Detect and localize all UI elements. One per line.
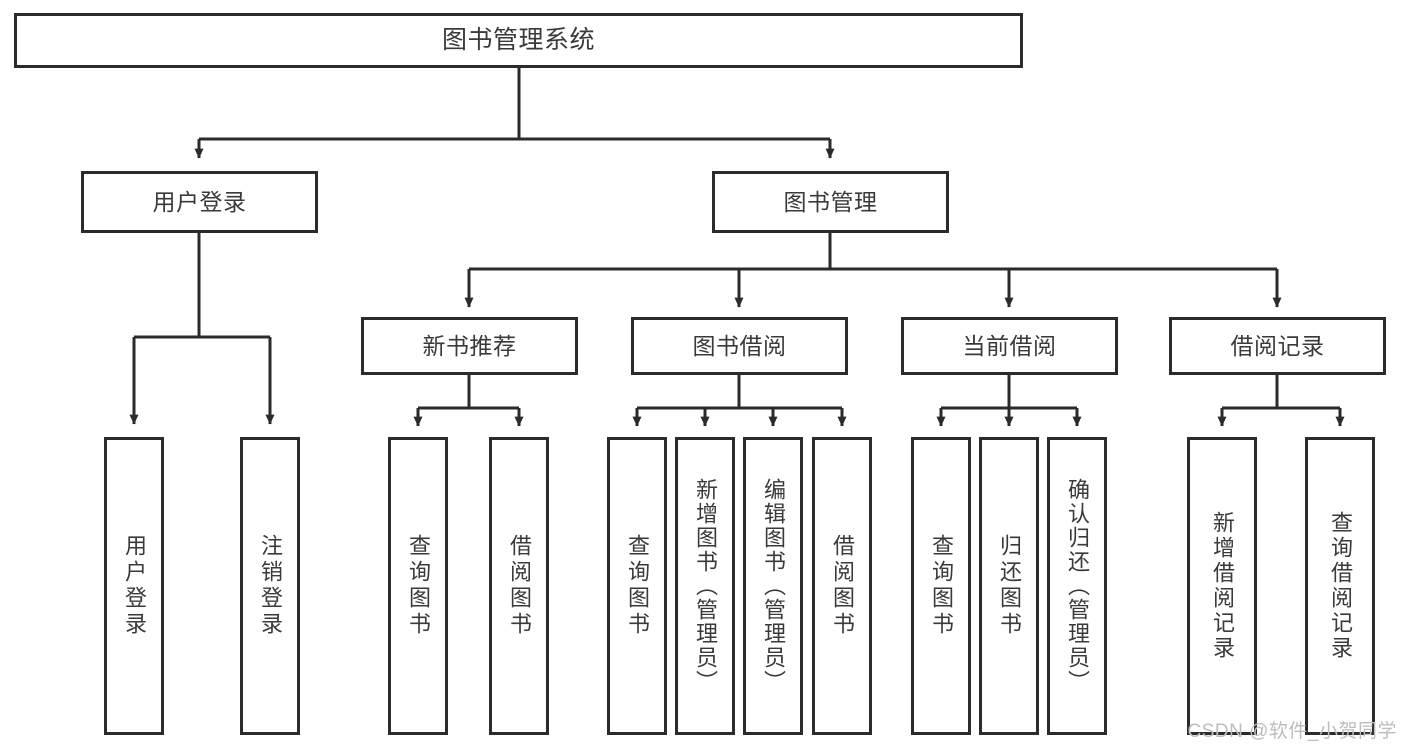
edge-user-login-to-leaves	[129, 233, 275, 425]
node-label: 归还图书	[997, 534, 1022, 638]
node-label: 编辑图书（管理员）	[761, 478, 786, 694]
node-label: 图书管理系统	[441, 26, 595, 55]
node-new-book-recommend[interactable]: 新书推荐	[361, 317, 578, 375]
node-leaf-add-book[interactable]: 新增图书（管理员）	[675, 437, 735, 735]
node-label: 查询图书	[929, 534, 954, 638]
edge-book-borrow-to-leaves	[632, 375, 847, 427]
node-label: 确认归还（管理员）	[1065, 478, 1090, 694]
node-label: 新书推荐	[422, 332, 517, 359]
node-leaf-borrow-book-a[interactable]: 借阅图书	[489, 437, 549, 735]
node-leaf-logout[interactable]: 注销登录	[240, 437, 300, 735]
node-label: 用户登录	[152, 188, 247, 215]
node-leaf-query-record[interactable]: 查询借阅记录	[1305, 437, 1375, 735]
node-leaf-confirm-return[interactable]: 确认归还（管理员）	[1047, 437, 1107, 735]
node-user-login[interactable]: 用户登录	[81, 171, 318, 233]
node-leaf-query-book-c[interactable]: 查询图书	[911, 437, 971, 735]
node-label: 新增图书（管理员）	[693, 478, 718, 694]
node-current-borrow[interactable]: 当前借阅	[901, 317, 1118, 375]
node-borrow-record[interactable]: 借阅记录	[1169, 317, 1386, 375]
node-label: 借阅记录	[1230, 332, 1325, 359]
node-label: 查询图书	[625, 534, 650, 638]
node-leaf-user-login[interactable]: 用户登录	[104, 437, 164, 735]
node-label: 图书管理	[783, 188, 878, 215]
node-leaf-borrow-book-b[interactable]: 借阅图书	[812, 437, 872, 735]
node-label: 借阅图书	[830, 534, 855, 638]
node-label: 查询借阅记录	[1328, 511, 1353, 661]
node-label: 新增借阅记录	[1210, 511, 1235, 661]
node-leaf-query-book-b[interactable]: 查询图书	[607, 437, 667, 735]
node-leaf-edit-book[interactable]: 编辑图书（管理员）	[743, 437, 803, 735]
node-label: 查询图书	[406, 534, 431, 638]
node-label: 注销登录	[258, 534, 283, 638]
edge-new-book-rec-to-leaves	[413, 375, 524, 427]
node-book-manage[interactable]: 图书管理	[712, 171, 949, 233]
node-label: 图书借阅	[692, 332, 787, 359]
node-leaf-return-book[interactable]: 归还图书	[979, 437, 1039, 735]
node-label: 用户登录	[122, 534, 147, 638]
edge-book-manage-to-level3	[464, 233, 1282, 308]
node-root-system[interactable]: 图书管理系统	[14, 13, 1023, 68]
node-label: 借阅图书	[507, 534, 532, 638]
node-book-borrow[interactable]: 图书借阅	[631, 317, 848, 375]
node-label: 当前借阅	[962, 332, 1057, 359]
edge-current-borrow-to-leaves	[936, 375, 1082, 427]
edge-borrow-record-to-leaves	[1217, 375, 1345, 427]
edge-root-to-level2	[194, 68, 835, 159]
node-leaf-query-book-a[interactable]: 查询图书	[388, 437, 448, 735]
watermark-text: CSDN @软件_小贺同学	[1187, 721, 1397, 742]
node-leaf-add-record[interactable]: 新增借阅记录	[1187, 437, 1257, 735]
